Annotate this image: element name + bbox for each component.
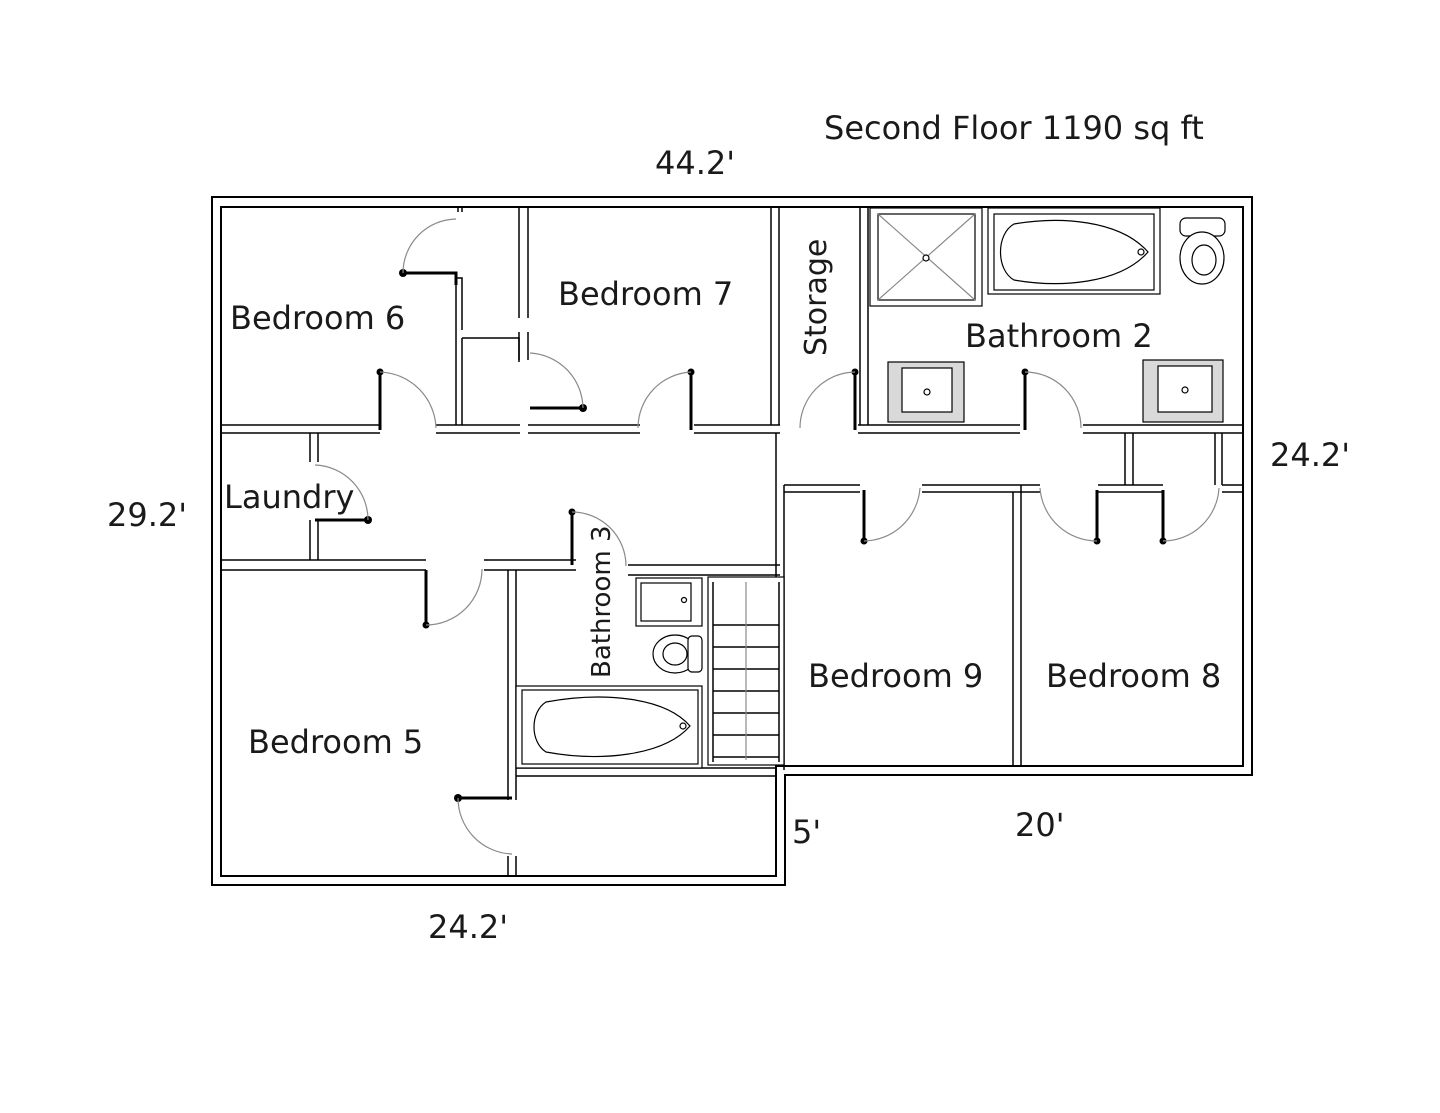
room-label-bedroom-7: Bedroom 7 (558, 275, 733, 313)
room-label-bathroom-3: Bathroom 3 (587, 525, 617, 678)
room-label-laundry: Laundry (224, 478, 354, 516)
sink-bathroom-2-right (1142, 359, 1224, 423)
staircase (707, 576, 785, 766)
dimension-step-offset: 5' (792, 813, 821, 851)
floor-title: Second Floor 1190 sq ft (824, 109, 1204, 147)
room-label-storage: Storage (799, 239, 834, 356)
bathtub-bathroom-2 (987, 207, 1161, 295)
room-label-bedroom-5: Bedroom 5 (248, 723, 423, 761)
sink-bathroom-3 (635, 577, 703, 627)
room-label-bedroom-9: Bedroom 9 (808, 657, 983, 695)
bathtub-bathroom-3 (515, 685, 703, 769)
shower-stall (869, 207, 983, 307)
dimension-bottom-left-width: 24.2' (428, 908, 508, 946)
toilet-bathroom-2 (1179, 217, 1226, 285)
dimension-top-width: 44.2' (655, 144, 735, 182)
toilet-bathroom-3 (652, 634, 703, 674)
sink-bathroom-2-left (887, 361, 965, 423)
room-label-bedroom-8: Bedroom 8 (1046, 657, 1221, 695)
dimension-right-height: 24.2' (1270, 436, 1350, 474)
dimension-left-height: 29.2' (107, 496, 187, 534)
door-swings (314, 218, 1220, 855)
room-label-bedroom-6: Bedroom 6 (230, 299, 405, 337)
dimension-bottom-right-width: 20' (1015, 806, 1065, 844)
door-jambs (315, 271, 1165, 800)
room-label-bathroom-2: Bathroom 2 (965, 317, 1153, 355)
